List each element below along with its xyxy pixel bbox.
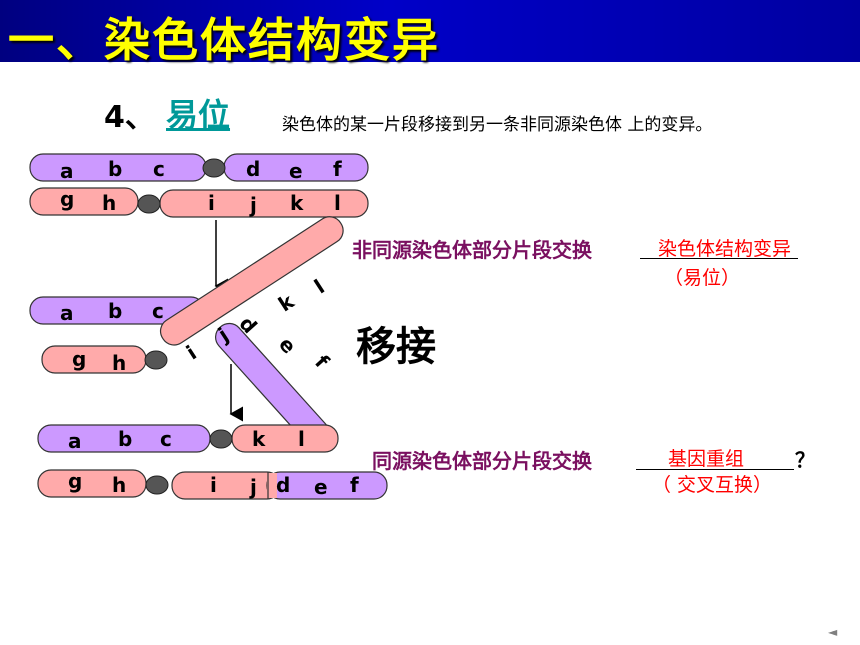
title-bar: 一、染色体结构变异 [0, 0, 860, 67]
move-connect-label: 移接 [356, 324, 436, 370]
gene-label: a [68, 429, 82, 453]
gene-label: c [153, 157, 165, 181]
nonhomologous-exchange-label: 非同源染色体部分片段交换 [352, 238, 592, 262]
gene-label: b [108, 157, 122, 181]
chromosome-1-original: a b c d e f [29, 153, 369, 183]
gene-label: i [210, 473, 217, 497]
homologous-exchange-label: 同源染色体部分片段交换 [372, 449, 592, 473]
gene-label: l [298, 427, 305, 451]
gene-label: f [310, 350, 334, 373]
gene-label: h [112, 473, 126, 497]
gene-label: a [60, 159, 74, 183]
gene-label: h [102, 191, 116, 215]
centromere [144, 350, 168, 370]
gene-label: k [274, 289, 299, 317]
homologous-answer: 基因重组 [668, 448, 745, 470]
chromosome-arm-gh [29, 187, 139, 216]
chromosome-1-result: a b c k l [37, 424, 339, 453]
gene-label: j [249, 475, 257, 499]
heading-link-translocation[interactable]: 易位 [166, 96, 231, 134]
gene-label: c [160, 427, 172, 451]
gene-label: i [208, 191, 215, 215]
homologous-answer-blank [636, 445, 794, 470]
gene-label: b [108, 299, 122, 323]
gene-label: e [289, 159, 303, 183]
definition-text: 染色体的某一片段移接到另一条非同源染色体 上的变异。 [282, 115, 713, 135]
gene-label: c [152, 299, 164, 323]
gene-label: g [68, 469, 82, 493]
gene-label: d [276, 473, 290, 497]
gene-label: f [350, 473, 359, 497]
gene-label: g [72, 347, 86, 371]
centromere [209, 429, 233, 449]
chromosome-2-middle: g h [41, 345, 168, 375]
question-mark: ？ [795, 448, 815, 472]
centromere [202, 158, 226, 178]
nonhomologous-answer-blank [640, 234, 798, 259]
chromosome-arm-gh [37, 469, 147, 498]
gene-label: a [60, 301, 74, 325]
nav-prev-icon[interactable]: ◄ [828, 625, 838, 639]
nonhomologous-answer: 染色体结构变异 [658, 238, 792, 260]
centromere [145, 475, 169, 495]
gene-label: i [182, 341, 201, 365]
gene-label: g [60, 187, 74, 211]
heading-number: 4、 [104, 100, 155, 135]
chromosome-arm-ij [171, 471, 281, 500]
centromere [137, 194, 161, 214]
slide-title: 一、染色体结构变异 [8, 13, 440, 67]
nonhomologous-sub: （易位） [664, 267, 741, 289]
chromosome-arm-ijkl-rotated [159, 216, 344, 346]
gene-label: h [112, 351, 126, 375]
gene-label: l [310, 275, 329, 299]
gene-label: b [118, 427, 132, 451]
gene-label: f [333, 157, 342, 181]
gene-label: e [314, 475, 328, 499]
homologous-sub: （ 交叉互换） [652, 474, 773, 496]
chromosome-2-result: g h i j d e f [37, 469, 388, 500]
gene-label: k [290, 191, 304, 215]
chromosome-arm-kl [231, 424, 339, 453]
gene-label: j [249, 193, 257, 217]
gene-label: k [252, 427, 266, 451]
gene-label: d [246, 157, 260, 181]
gene-label: e [274, 332, 301, 358]
gene-label: l [334, 191, 341, 215]
chromosome-2-original: g h i j k l [29, 187, 369, 218]
chromosome-arm-gh [41, 345, 147, 374]
